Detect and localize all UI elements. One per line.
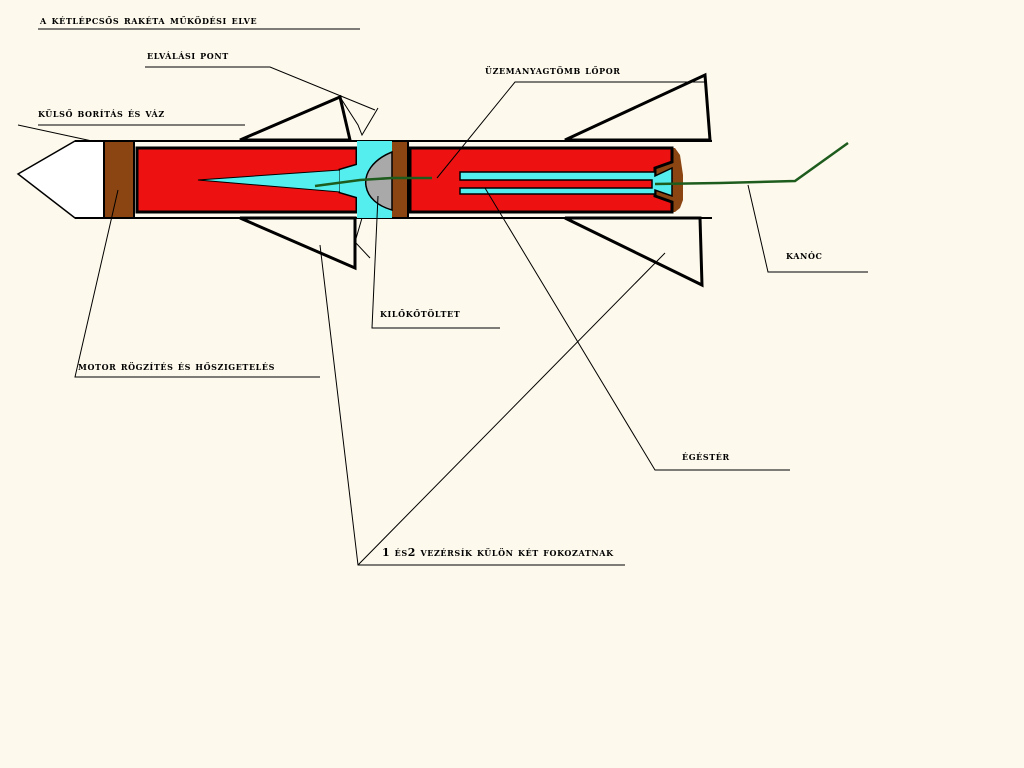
label-fuel-mass: ÜZEMANYAGTÖMB LŐPOR [485,64,621,77]
leader-fins-1 [319,244,625,566]
leader-separation-point [145,66,376,111]
label-combustion-chamber: ÉGÉSTÉR [682,450,730,463]
leader-lines [17,28,868,566]
stage2-fuse [654,141,849,186]
ejection-charge [364,150,393,211]
stage2-combustion-chamber [459,166,673,198]
label-ejection-charge: KILŐKŐTÖLTET [380,307,461,320]
motor-mount-stage1 [103,140,135,219]
stage2-upper-fin [564,72,712,142]
leader-ejection [371,195,500,329]
nose-cone [16,140,105,219]
label-motor-mount: MOTOR RÖGZÍTÉS ÉS HŐSZIGETELÉS [78,360,275,373]
diagram-title: A KÉTLÉPCSŐS RAKÉTA MŰKÖDÉSI ELVE [40,13,258,27]
separation-break-top [339,96,379,137]
leader-fuel [436,81,705,179]
leader-casing [17,124,93,142]
stage2-lower-fin [564,216,704,288]
stage1-fuse [314,176,432,188]
separation-break-bottom [354,217,371,259]
leader-fins-2 [357,252,666,566]
leader-combustion [484,187,790,471]
label-separation-point: ELVÁLÁSI PONT [147,49,229,62]
leader-motor-mount [74,189,320,378]
label-fins: 1 ÉS2 VEZÉRSÍK KÜLÖN KÉT FOKOZATNAK [382,546,614,559]
stage1-lower-fin [239,216,357,271]
label-fuse: KANÓC [786,249,823,262]
label-outer-casing: KÜLSŐ BORÍTÁS ÉS VÁZ [38,107,165,120]
leader-fuse [747,184,868,273]
stage1-upper-fin [239,94,352,142]
